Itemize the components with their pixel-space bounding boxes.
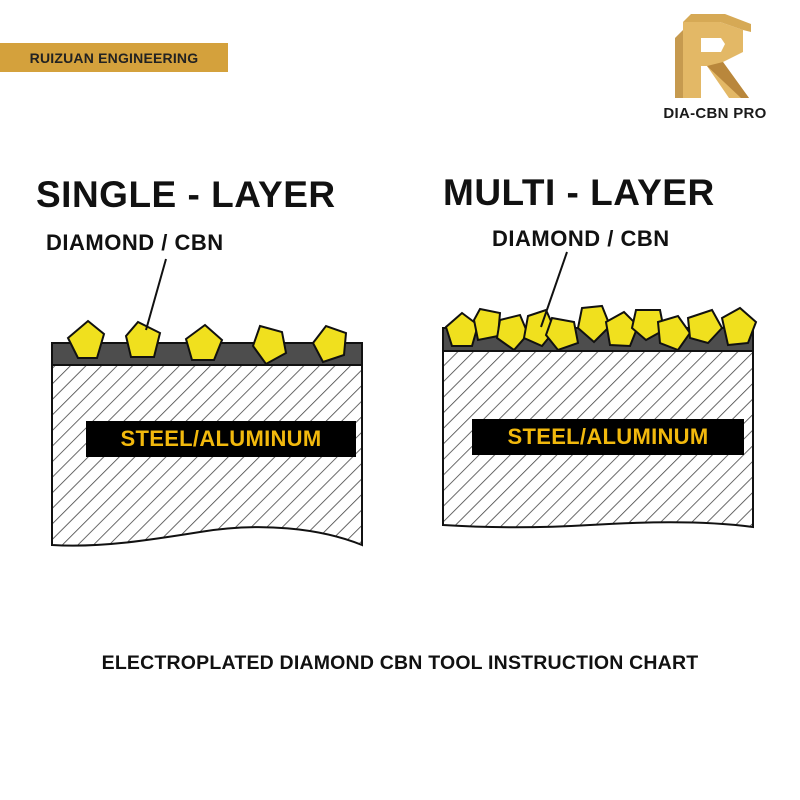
- single-grain: [184, 323, 224, 361]
- single-grain-label: DIAMOND / CBN: [46, 230, 224, 255]
- multi-grain: [444, 311, 480, 347]
- logo-text: DIA-CBN PRO: [663, 105, 767, 122]
- multi-grain-label: DIAMOND / CBN: [492, 226, 670, 251]
- multi-layer-diagram: [442, 251, 758, 529]
- multi-grain: [604, 310, 640, 348]
- single-grain: [251, 324, 288, 366]
- chart-title: ELECTROPLATED DIAMOND CBN TOOL INSTRUCTI…: [101, 652, 699, 674]
- multi-grain: [686, 308, 724, 345]
- multi-grain-pointer: [540, 251, 568, 328]
- multi-layer-heading: MULTI - LAYER: [443, 172, 715, 213]
- brand-banner: RUIZUAN ENGINEERING: [0, 43, 228, 72]
- multi-grain: [472, 307, 502, 342]
- logo-r-icon: [675, 14, 751, 98]
- single-core-label: STEEL/ALUMINUM: [86, 421, 356, 457]
- brand-logo: DIA-CBN PRO: [640, 10, 790, 135]
- multi-grain: [495, 313, 530, 352]
- single-grain: [124, 320, 162, 358]
- multi-grain: [630, 309, 666, 342]
- single-grain: [66, 319, 106, 359]
- single-layer-heading: SINGLE - LAYER: [36, 174, 336, 215]
- multi-grain: [656, 314, 692, 352]
- single-grain: [311, 324, 348, 364]
- single-grain-pointer: [145, 258, 167, 331]
- multi-grain: [720, 306, 758, 347]
- multi-core-label: STEEL/ALUMINUM: [472, 419, 744, 455]
- multi-grain: [544, 316, 580, 352]
- multi-grain: [576, 304, 612, 344]
- brand-banner-text: RUIZUAN ENGINEERING: [29, 49, 199, 66]
- single-layer-diagram: [51, 258, 363, 547]
